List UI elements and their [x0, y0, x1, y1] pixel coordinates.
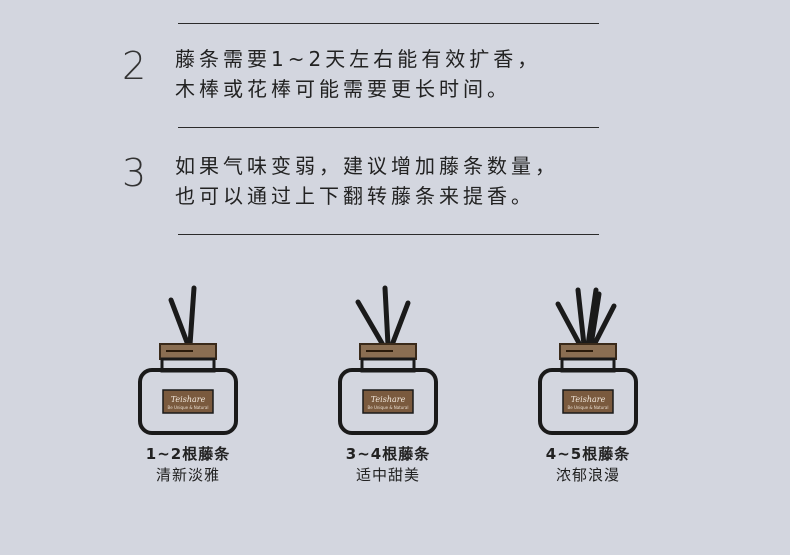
brand-label: Teishare [371, 395, 406, 404]
scent-description: 浓郁浪漫 [555, 466, 620, 484]
scent-description: 清新淡雅 [155, 466, 220, 484]
step-number: 3 [122, 151, 147, 195]
diffuser-bottle-icon: Teishare Be Unique & Natural [338, 285, 438, 435]
step-text: 藤条需要1~2天左右能有效扩香， 木棒或花棒可能需要更长时间。 [175, 44, 541, 104]
brand-tagline: Be Unique & Natural [367, 405, 408, 410]
reed-count-title: 1~2根藤条 [145, 445, 231, 463]
step-text-line: 木棒或花棒可能需要更长时间。 [175, 77, 511, 101]
step-text: 如果气味变弱，建议增加藤条数量， 也可以通过上下翻转藤条来提香。 [175, 151, 559, 211]
brand-label: Teishare [571, 395, 606, 404]
divider-bottom [178, 234, 599, 235]
step-text-line: 也可以通过上下翻转藤条来提香。 [175, 184, 535, 208]
diffuser-bottle-icon: Teishare Be Unique & Natural [138, 285, 238, 435]
brand-tagline: Be Unique & Natural [167, 405, 208, 410]
step-text-line: 如果气味变弱，建议增加藤条数量， [175, 154, 559, 178]
divider-top [178, 23, 599, 24]
brand-tagline: Be Unique & Natural [567, 405, 608, 410]
diffuser-bottle-icon: Teishare Be Unique & Natural [538, 287, 638, 435]
step-text-line: 藤条需要1~2天左右能有效扩香， [175, 47, 542, 71]
divider-middle [178, 127, 599, 128]
scent-description: 适中甜美 [355, 466, 420, 484]
reed-count-title: 4~5根藤条 [545, 445, 631, 463]
step-number: 2 [122, 44, 147, 88]
brand-label: Teishare [171, 395, 206, 404]
reed-count-title: 3~4根藤条 [345, 445, 431, 463]
